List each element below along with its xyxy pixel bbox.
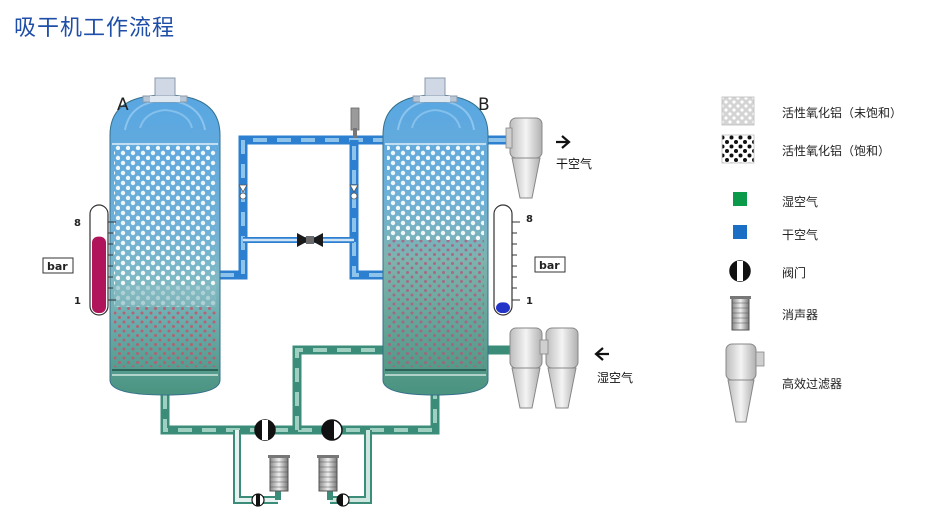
valve-icon: [729, 260, 751, 282]
check-valve-icon: [349, 184, 359, 200]
valve-right-icon: [321, 419, 343, 441]
gauge-left-unit: bar: [47, 260, 68, 273]
wet-air-swatch-icon: [733, 192, 747, 206]
pressure-sensor-icon: [350, 107, 360, 138]
silencer-icon: [730, 296, 751, 331]
vessel-a-label: A: [117, 95, 129, 115]
legend-label-valve: 阀门: [782, 266, 807, 280]
small-valve-right-icon: [336, 493, 350, 507]
pressure-gauge-left: [42, 204, 116, 316]
gauge-left-max-label: 8: [74, 218, 81, 229]
dry-air-swatch-icon: [733, 225, 747, 239]
legend-label-filter: 高效过滤器: [782, 377, 843, 391]
filter-dry-outlet-icon: [505, 117, 543, 199]
legend: [721, 96, 765, 423]
filter-icon: [725, 343, 765, 423]
legend-label-wet-air: 湿空气: [782, 195, 819, 209]
arrow-right-icon: [556, 135, 571, 149]
crossover-valve-icon: [297, 233, 323, 247]
silencer-right-icon: [317, 455, 339, 492]
vessel-a: [109, 77, 221, 396]
dry-air-out-label: 干空气: [556, 156, 592, 171]
filter-wet-inlet-1-icon: [509, 327, 543, 409]
saturated-alumina-icon: [721, 134, 755, 164]
vessel-b-label: B: [478, 95, 490, 115]
unsaturated-alumina-icon: [721, 96, 755, 126]
filter-wet-inlet-2-icon: [539, 327, 579, 409]
legend-label-unsaturated-alumina: 活性氧化铝（未饱和）: [782, 106, 903, 120]
arrow-left-icon: [594, 347, 609, 361]
legend-label-saturated-alumina: 活性氧化铝（饱和）: [782, 144, 891, 158]
gauge-right-unit: bar: [539, 259, 560, 272]
gauge-right-fill: [496, 302, 510, 313]
gauge-right-min-label: 1: [526, 296, 533, 307]
legend-label-silencer: 消声器: [782, 308, 819, 322]
legend-label-dry-air: 干空气: [782, 228, 819, 242]
pressure-gauge-right: [493, 204, 566, 316]
page-title: 吸干机工作流程: [14, 16, 176, 41]
gauge-left-fill: [92, 236, 106, 313]
vessel-b: [382, 77, 489, 396]
small-valve-left-icon: [251, 493, 265, 507]
gauge-left-min-label: 1: [74, 296, 81, 307]
valve-left-icon: [254, 419, 276, 441]
wet-air-in-label: 湿空气: [597, 370, 633, 385]
gauge-right-max-label: 8: [526, 214, 533, 225]
silencer-left-icon: [268, 455, 290, 492]
check-valve-icon: [238, 184, 248, 200]
